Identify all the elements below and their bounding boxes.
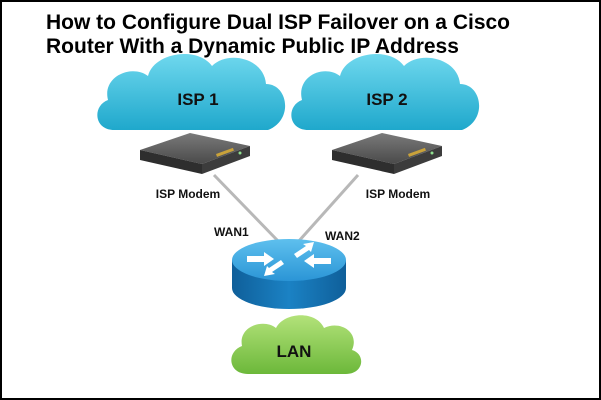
lan-cloud: LAN <box>231 315 362 374</box>
title-line-2: Router With a Dynamic Public IP Address <box>46 35 459 58</box>
isp1-cloud: ISP 1 <box>97 53 286 130</box>
modem-left-label: ISP Modem <box>156 187 220 201</box>
router-icon <box>232 239 346 309</box>
router-arrows-icon <box>247 242 331 276</box>
modem-right-label: ISP Modem <box>366 187 430 201</box>
link-wan1 <box>212 173 281 244</box>
wan1-label: WAN1 <box>214 225 249 239</box>
isp-modem-left <box>140 133 250 174</box>
isp-modem-right <box>332 133 442 174</box>
lan-label: LAN <box>277 342 312 361</box>
isp2-cloud: ISP 2 <box>291 53 480 130</box>
isp1-label: ISP 1 <box>177 90 218 109</box>
title-line-1: How to Configure Dual ISP Failover on a … <box>46 11 511 34</box>
wan2-label: WAN2 <box>325 229 360 243</box>
diagram-title: How to Configure Dual ISP Failover on a … <box>46 11 566 59</box>
isp2-label: ISP 2 <box>366 90 407 109</box>
link-wan2 <box>296 173 360 244</box>
